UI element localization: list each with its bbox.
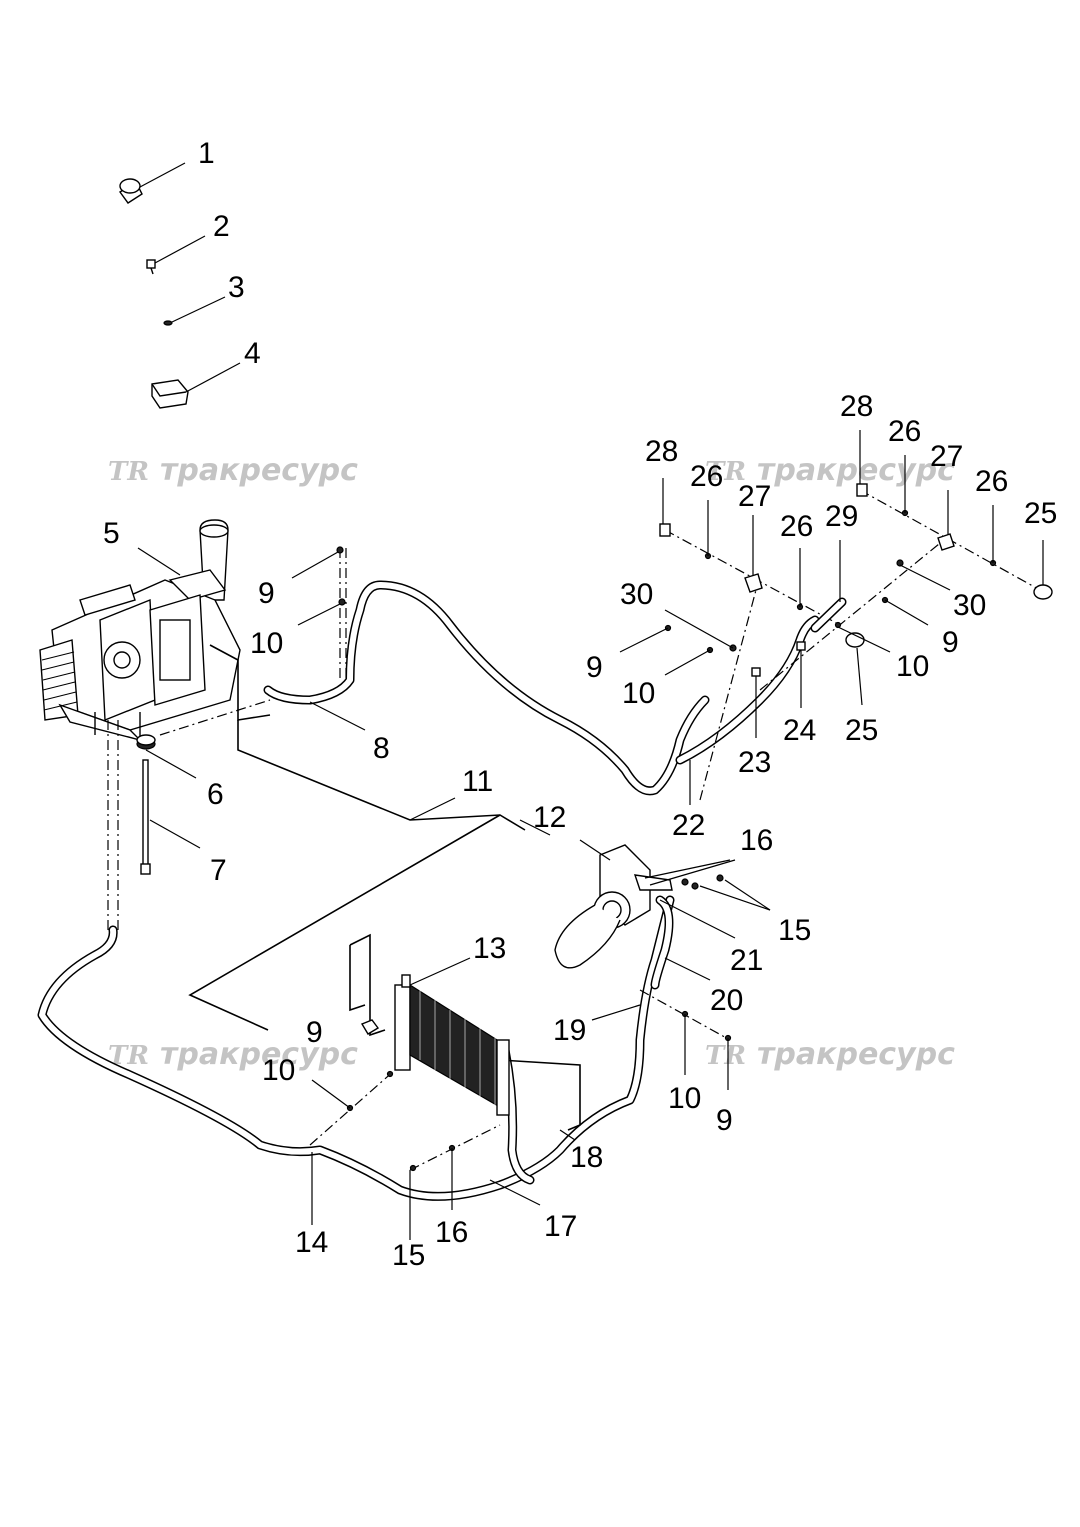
part-13-condenser [349,933,581,1131]
part-7-rod [140,759,151,875]
fitting-28a [659,523,671,537]
callout-13: 13 [473,932,506,965]
watermark-logo: TR [705,457,746,487]
part-2-bolt [146,259,156,275]
callout-26: 26 [690,460,723,493]
callout-29: 29 [825,500,858,533]
callout-22: 22 [672,809,705,842]
callout-23: 23 [738,746,771,779]
watermark-4: TR тракресурс [705,1037,955,1072]
callout-10: 10 [262,1054,295,1087]
callout-28: 28 [840,390,873,423]
callout-10: 10 [668,1082,701,1115]
callout-30: 30 [620,578,653,611]
fitting-27b [937,533,955,551]
callout-26: 26 [888,415,921,448]
callout-27: 27 [930,440,963,473]
callout-16: 16 [435,1216,468,1249]
part-12-compressor [554,844,673,969]
callout-26: 26 [975,465,1008,498]
fitting-27a [744,573,763,593]
callout-9: 9 [942,626,959,659]
callout-15: 15 [392,1239,425,1272]
watermark-text: тракресурс [160,453,358,488]
callout-7: 7 [210,854,227,887]
callout-27: 27 [738,480,771,513]
callout-10: 10 [250,627,283,660]
hose-8 [263,580,820,796]
callout-11: 11 [462,765,493,798]
part-1-plug [118,178,143,204]
hose-14 [37,895,675,1201]
callout-9: 9 [258,577,275,610]
callout-25: 25 [845,714,878,747]
callout-18: 18 [570,1141,603,1174]
fitting-28b [856,483,868,497]
fitting-29-tube [810,597,847,633]
callout-9: 9 [716,1104,733,1137]
callout-14: 14 [295,1226,328,1259]
part-6-grommet [136,734,156,750]
callout-28: 28 [645,435,678,468]
callout-1: 1 [198,137,215,170]
callout-9: 9 [586,651,603,684]
condenser-nut [360,1019,380,1035]
callout-labels: 1 2 3 4 5 6 7 8 9 10 11 12 13 14 15 15 1… [103,137,1057,1272]
watermark-text: тракресурс [757,453,955,488]
callout-5: 5 [103,517,120,550]
watermark-text: тракресурс [757,1037,955,1072]
callout-20: 20 [710,984,743,1017]
fitting-25a [1033,584,1053,600]
callout-21: 21 [730,944,763,977]
callout-4: 4 [244,337,261,370]
watermark-logo: TR [705,1041,746,1071]
callout-25: 25 [1024,497,1057,530]
callout-26: 26 [780,510,813,543]
callout-6: 6 [207,778,224,811]
part-5-hvac-unit [39,519,241,742]
part-3-washer [163,320,173,326]
callout-12: 12 [533,801,566,834]
callout-10: 10 [896,650,929,683]
callout-2: 2 [213,210,230,243]
watermark-2: TR тракресурс [705,453,955,488]
callout-10: 10 [622,677,655,710]
callout-30: 30 [953,589,986,622]
watermark-3: TR тракресурс [108,1037,358,1072]
hose-20 [650,895,674,990]
callout-19: 19 [553,1014,586,1047]
callout-16: 16 [740,824,773,857]
callout-9: 9 [306,1016,323,1049]
watermark-1: TR тракресурс [108,453,358,488]
callout-17: 17 [544,1210,577,1243]
callout-8: 8 [373,732,390,765]
watermark-logo: TR [108,457,149,487]
callout-15: 15 [778,914,811,947]
callout-3: 3 [228,271,245,304]
part-4-pad [151,379,189,409]
callout-24: 24 [783,714,816,747]
watermark-text: тракресурс [160,1037,358,1072]
